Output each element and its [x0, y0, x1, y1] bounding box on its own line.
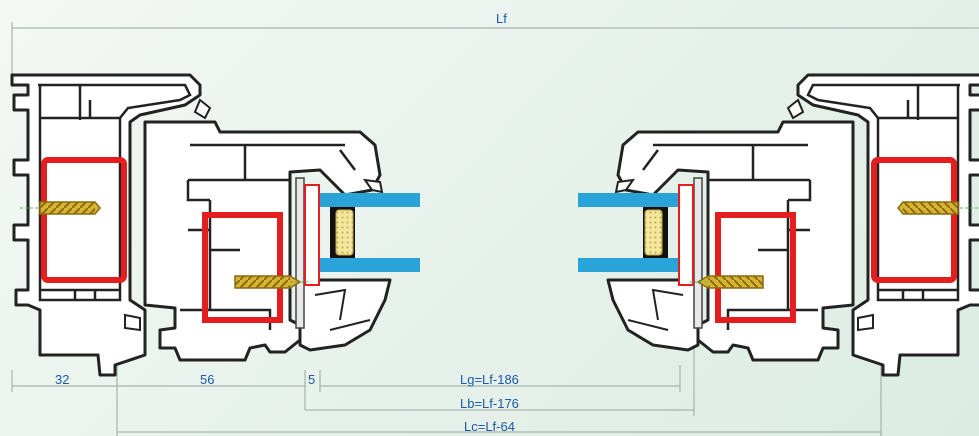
dim-cut: Lc=Lf-64	[464, 419, 515, 434]
dimension-lines	[11, 22, 979, 436]
left-profile-section	[12, 75, 420, 375]
dim-5: 5	[308, 372, 315, 387]
dim-glass: Lg=Lf-186	[460, 372, 519, 387]
dim-overall: Lf	[496, 11, 507, 26]
dim-32: 32	[55, 372, 69, 387]
right-profile-section	[578, 75, 979, 375]
dim-bead: Lb=Lf-176	[460, 396, 519, 411]
dim-56: 56	[200, 372, 214, 387]
